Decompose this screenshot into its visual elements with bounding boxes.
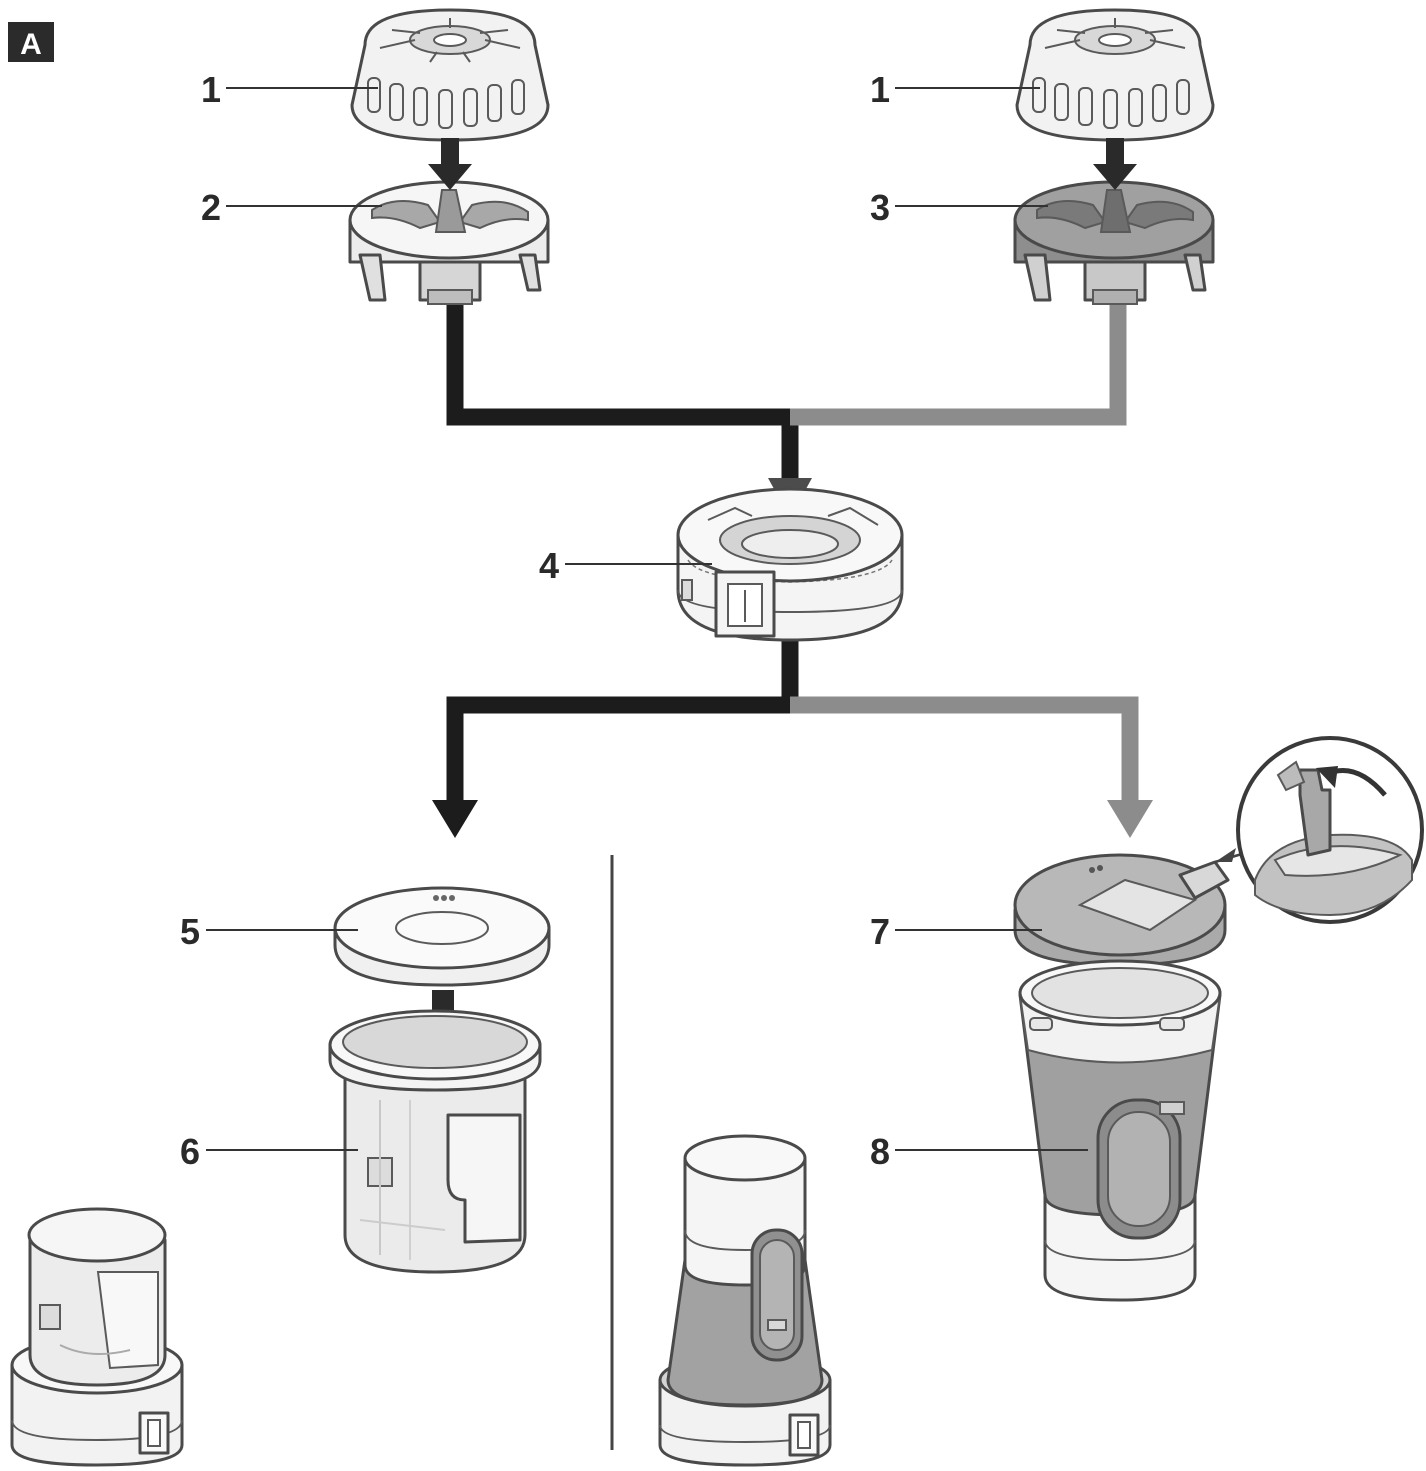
panel-badge-text: A [20, 28, 42, 61]
blade-unit-light [348, 180, 550, 305]
callout-label: 8 [870, 1131, 890, 1172]
flow-line-left-bottom [446, 640, 799, 800]
arrow-to-bottle [1107, 800, 1153, 838]
flow-line-right-bottom [790, 696, 1139, 800]
assembled-grinder [10, 1207, 184, 1467]
flow-lines-top [446, 295, 1127, 518]
vented-lid-left [350, 8, 550, 142]
travel-lid [1013, 853, 1230, 967]
bowl-cap [333, 886, 551, 987]
arrow-to-bowl [432, 800, 478, 838]
lid-detail-magnifier [1214, 736, 1424, 924]
callout-label: 1 [870, 69, 890, 110]
callout-label: 5 [180, 911, 200, 952]
arrow-lid-to-blade-left [428, 138, 472, 190]
vented-lid-right [1015, 8, 1215, 142]
callout-labels: 1 2 1 3 4 5 6 7 8 [180, 69, 890, 1172]
panel-badge: A [8, 22, 54, 62]
assembled-travel-blender [658, 1134, 832, 1467]
callout-label: 1 [201, 69, 221, 110]
grinding-bowl [328, 1009, 542, 1274]
blade-unit-dark [1013, 180, 1215, 305]
callout-label: 7 [870, 911, 890, 952]
callout-label: 2 [201, 187, 221, 228]
callout-leaders [206, 87, 1088, 1151]
callout-label: 4 [539, 545, 559, 586]
callout-label: 6 [180, 1131, 200, 1172]
flow-lines-bottom [432, 640, 1153, 838]
arrow-lid-to-blade-right [1093, 138, 1137, 190]
flow-line-left-top [446, 295, 799, 478]
coupling-ring [676, 487, 904, 642]
travel-bottle [1018, 959, 1222, 1302]
flow-line-right-top [790, 295, 1127, 426]
callout-label: 3 [870, 187, 890, 228]
